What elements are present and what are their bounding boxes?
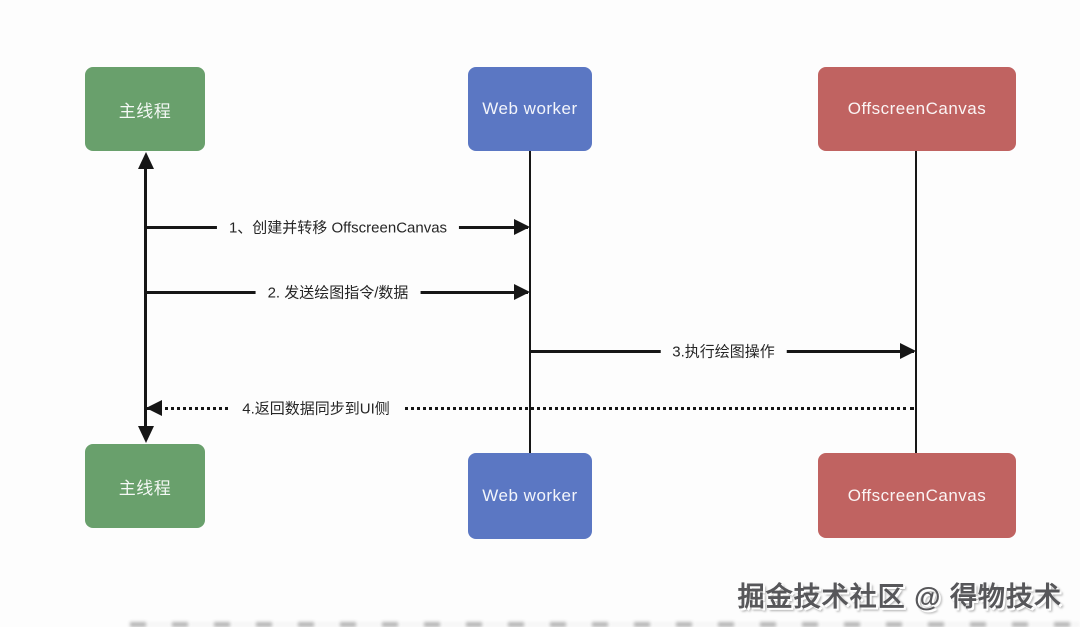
message-label-1: 1、创建并转移 OffscreenCanvas: [216, 216, 460, 238]
actor-box-main-thread-bottom: 主线程: [85, 444, 205, 528]
actor-box-main-thread-top: 主线程: [85, 67, 205, 151]
actor-box-web-worker-bottom: Web worker: [468, 453, 592, 539]
message-label-4: 4.返回数据同步到UI侧: [230, 397, 402, 419]
arrowhead-right-icon: [514, 219, 530, 235]
lifeline-main-thread: [144, 158, 147, 436]
actor-label-offscreen-canvas: OffscreenCanvas: [847, 99, 987, 118]
lifeline-web-worker: [529, 151, 531, 453]
actor-box-offscreen-canvas-top: OffscreenCanvas: [818, 67, 1016, 151]
actor-label-web-worker: Web worker: [482, 486, 578, 505]
arrowhead-left-icon: [146, 400, 162, 416]
actor-label-web-worker: Web worker: [482, 99, 578, 118]
arrowhead-right-icon: [514, 284, 530, 300]
message-label-2: 2. 发送绘图指令/数据: [255, 281, 421, 303]
message-label-3: 3.执行绘图操作: [660, 340, 787, 362]
message-arrow-3: 3.执行绘图操作: [531, 339, 916, 363]
actor-label-main-thread: 主线程: [118, 478, 172, 498]
message-arrow-2: 2. 发送绘图指令/数据: [146, 280, 530, 304]
cropped-text-artifact: [130, 622, 1080, 627]
actor-box-offscreen-canvas-bottom: OffscreenCanvas: [818, 453, 1016, 538]
actor-label-main-thread: 主线程: [118, 101, 172, 121]
message-arrow-1: 1、创建并转移 OffscreenCanvas: [146, 215, 530, 239]
message-line-4: [146, 407, 914, 410]
watermark-text: 掘金技术社区 @ 得物技术: [737, 582, 1062, 612]
arrowhead-up-icon: [138, 152, 154, 169]
actor-box-web-worker-top: Web worker: [468, 67, 592, 151]
lifeline-offscreen-canvas: [915, 151, 917, 453]
arrowhead-down-icon: [138, 426, 154, 443]
arrowhead-right-icon: [900, 343, 916, 359]
message-arrow-4: 4.返回数据同步到UI侧: [146, 396, 916, 420]
actor-label-offscreen-canvas: OffscreenCanvas: [847, 485, 987, 505]
